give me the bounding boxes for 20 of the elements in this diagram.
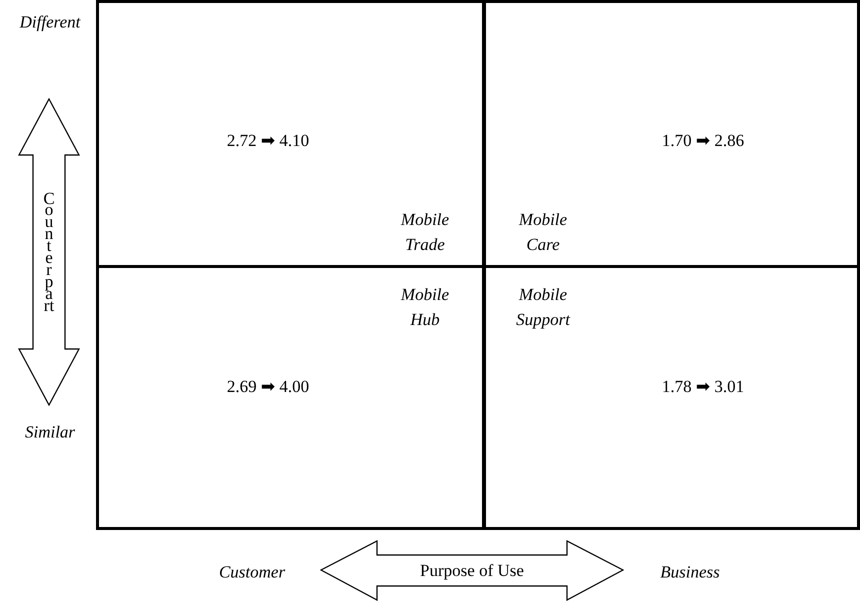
quadrant-box bbox=[483, 0, 860, 268]
axis-end-label: Similar bbox=[24, 421, 76, 444]
quadrant-name: Mobile Hub bbox=[400, 284, 450, 331]
axis-title: Purpose of Use bbox=[420, 560, 524, 582]
score-change: 1.70 ➡ 2.86 bbox=[662, 130, 744, 152]
quadrant-name: Mobile Care bbox=[518, 209, 568, 256]
quadrant-name: Mobile Trade bbox=[400, 209, 450, 256]
quadrant-box bbox=[483, 265, 860, 530]
score-change: 2.72 ➡ 4.10 bbox=[226, 130, 310, 152]
axis-end-label: Different bbox=[20, 11, 80, 34]
axis-end-label: Customer bbox=[218, 561, 286, 584]
score-change: 2.69 ➡ 4.00 bbox=[226, 376, 310, 398]
axis-end-label: Business bbox=[660, 561, 720, 584]
quadrant-name: Mobile Support bbox=[515, 284, 572, 331]
double-arrow-shape bbox=[18, 98, 80, 406]
quadrant-box bbox=[96, 265, 485, 530]
score-change: 1.78 ➡ 3.01 bbox=[662, 376, 744, 398]
axis-title: Counterpart bbox=[44, 192, 54, 312]
double-arrow-shape bbox=[320, 540, 624, 601]
quadrant-box bbox=[96, 0, 485, 268]
